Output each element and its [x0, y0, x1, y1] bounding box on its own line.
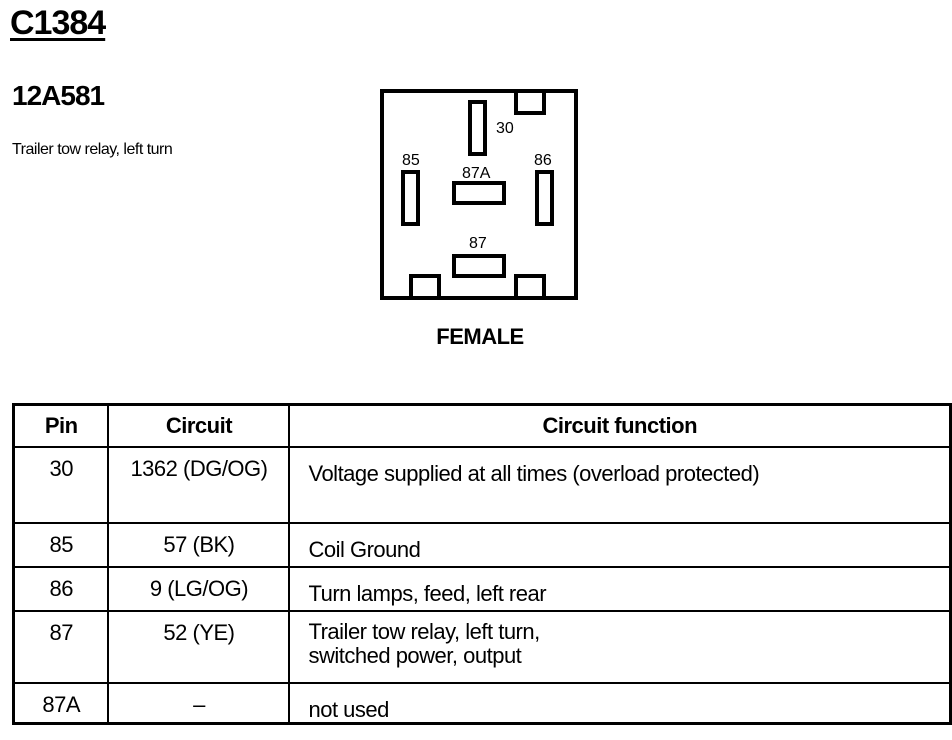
- connector-outline: [380, 89, 578, 300]
- pin-cell: 87A: [12, 682, 110, 725]
- pin-30-terminal: [468, 100, 487, 156]
- circuit-cell: 9 (LG/OG): [107, 566, 291, 612]
- pin-85-terminal: [401, 170, 420, 226]
- pin-cell: 86: [12, 566, 110, 612]
- connector-key-bottom-right: [514, 274, 546, 300]
- table-header-row: Pin Circuit Circuit function: [12, 403, 952, 448]
- connector-id: C1384: [10, 4, 106, 42]
- function-cell: Voltage supplied at all times (overload …: [288, 446, 952, 524]
- table-row: 85 57 (BK) Coil Ground: [12, 522, 952, 568]
- circuit-cell: 1362 (DG/OG): [107, 446, 291, 524]
- table-row: 87 52 (YE) Trailer tow relay, left turn,…: [12, 610, 952, 684]
- pin-header: Pin: [12, 403, 110, 448]
- view-label: FEMALE: [436, 324, 524, 349]
- pin-86-terminal: [535, 170, 554, 226]
- function-text: not used: [308, 697, 389, 722]
- pin-87a-terminal: [452, 181, 506, 205]
- pin-cell: 85: [12, 522, 110, 568]
- function-text: Voltage supplied at all times (overload …: [308, 461, 760, 486]
- table-row: 86 9 (LG/OG) Turn lamps, feed, left rear: [12, 566, 952, 612]
- function-text: Coil Ground: [308, 537, 421, 562]
- pin-cell: 30: [12, 446, 110, 524]
- function-cell: not used: [288, 682, 952, 725]
- circuit-cell: –: [107, 682, 291, 725]
- function-cell: Coil Ground: [288, 522, 952, 568]
- connector-key-bottom-left: [409, 274, 441, 300]
- pin-87-label: 87: [469, 235, 487, 252]
- function-cell: Trailer tow relay, left turn, switched p…: [288, 610, 952, 684]
- function-text: Trailer tow relay, left turn, switched p…: [308, 619, 540, 668]
- pin-87-terminal: [452, 254, 506, 278]
- circuit-cell: 57 (BK): [107, 522, 291, 568]
- circuit-header: Circuit: [107, 403, 291, 448]
- table-row: 87A – not used: [12, 682, 952, 725]
- pin-86-label: 86: [534, 152, 552, 169]
- part-number: 12A581: [12, 80, 105, 111]
- circuit-cell: 52 (YE): [107, 610, 291, 684]
- pin-cell: 87: [12, 610, 110, 684]
- pin-85-label: 85: [402, 152, 420, 169]
- pin-87a-label: 87A: [462, 165, 491, 182]
- table-row: 30 1362 (DG/OG) Voltage supplied at all …: [12, 446, 952, 524]
- pinout-table: Pin Circuit Circuit function 30 1362 (DG…: [12, 403, 952, 725]
- connector-key-top: [514, 89, 546, 115]
- function-cell: Turn lamps, feed, left rear: [288, 566, 952, 612]
- relay-connector-face: 30 85 86 87A 87: [380, 89, 578, 300]
- pin-30-label: 30: [496, 120, 514, 137]
- connector-description: Trailer tow relay, left turn: [12, 141, 173, 158]
- function-text: Turn lamps, feed, left rear: [308, 581, 547, 606]
- function-header: Circuit function: [288, 403, 952, 448]
